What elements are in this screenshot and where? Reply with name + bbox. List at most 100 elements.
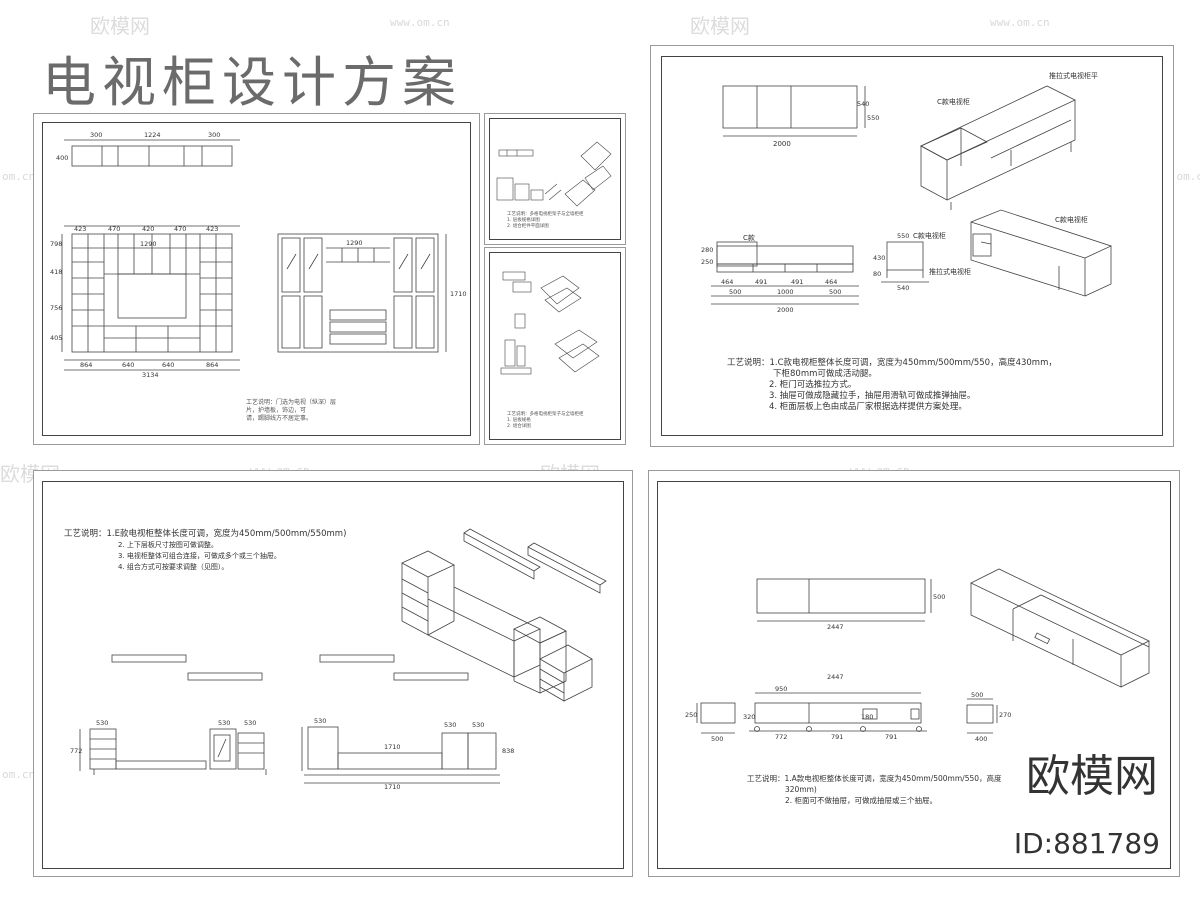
callout-label: C款电视柜	[937, 97, 970, 106]
sheet-border	[42, 122, 471, 436]
e-cabinet-drawing: 530 530 530 772 530 530 530 1710 1710 83…	[70, 528, 607, 791]
brand-name: 欧模网	[1026, 751, 1158, 802]
watermark-url: www.om.cn	[990, 16, 1050, 29]
callout-label: C款电视柜	[1055, 215, 1088, 224]
dim-label: 530	[444, 721, 456, 729]
c-cabinet-drawing: C款电视柜 推拉式电视柜平 2000 540 550 C款电视柜 C款电视柜 推…	[701, 71, 1113, 314]
dim-label: 756	[50, 304, 62, 312]
sheet-border	[489, 252, 621, 440]
dim-label: 1290	[346, 239, 363, 247]
wall-unit-drawing: 300 1224 300 400 423 470 420 470 423 129…	[50, 131, 467, 379]
dim-label: 400	[56, 154, 68, 162]
dim-label: 300	[208, 131, 220, 139]
drawing-sheet-c-cabinet: C款电视柜 推拉式电视柜平 2000 540 550 C款电视柜 C款电视柜 推…	[650, 45, 1174, 447]
dim-label: 500	[711, 735, 723, 743]
dim-label: 500	[729, 288, 741, 296]
process-note: 工艺说明：多格电视柜架子与全墙柜柜 1. 层板规格 2. 组合详图	[507, 412, 584, 429]
sheet-border	[489, 118, 621, 240]
dim-label: 491	[755, 278, 767, 286]
dim-label: 1710	[450, 290, 467, 298]
sheet-border	[661, 56, 1163, 436]
dim-label: 400	[975, 735, 987, 743]
dim-label: 1710	[384, 783, 401, 791]
dim-label: 470	[108, 225, 120, 233]
drawing-sheet-shelf-b: 工艺说明：多格电视柜架子与全墙柜柜 1. 层板规格 2. 组合详图	[484, 247, 626, 445]
dim-label: 530	[96, 719, 108, 727]
dim-label: 320	[743, 713, 755, 721]
dim-label: 550	[897, 232, 909, 240]
watermark-url: www.om.cn	[390, 16, 450, 29]
dim-label: 470	[174, 225, 186, 233]
watermark-url: om.cn	[2, 170, 36, 183]
dim-label: 250	[701, 258, 713, 266]
dim-label: 2447	[827, 673, 844, 681]
dim-label: 530	[472, 721, 484, 729]
dim-label: 3134	[142, 371, 159, 379]
callout-label: C款电视柜	[913, 231, 946, 240]
dim-label: 950	[775, 685, 787, 693]
dim-label: 423	[206, 225, 218, 233]
dim-label: 423	[74, 225, 86, 233]
process-note: 工艺说明：门选为电视（纵深）层 片，护墙板，饰边，可 请，踢脚线方不居定事。	[246, 399, 337, 422]
dim-label: 430	[873, 254, 885, 262]
dim-label: 540	[857, 100, 869, 108]
dim-label: 772	[70, 747, 82, 755]
sheet-border	[42, 481, 624, 869]
dim-label: 1224	[144, 131, 161, 139]
dim-label: 464	[721, 278, 733, 286]
dim-label: 405	[50, 334, 62, 342]
dim-label: 838	[502, 747, 514, 755]
process-note: 工艺说明：1.C款电视柜整体长度可调，宽度为450mm/500mm/550，高度…	[727, 358, 1057, 412]
shelf-a-drawing	[496, 141, 612, 207]
drawing-sheet-shelf-a: 工艺说明：多格电视柜架子与全墙柜柜 1. 层板规格详图 2. 组合柜件平面详图	[484, 113, 626, 245]
dim-label: 864	[206, 361, 218, 369]
dim-label: 640	[162, 361, 174, 369]
dim-label: 464	[825, 278, 837, 286]
dim-label: 864	[80, 361, 92, 369]
callout-label: 推拉式电视柜	[929, 267, 971, 276]
dim-label: 180	[861, 713, 873, 721]
dim-label: 300	[90, 131, 102, 139]
watermark-url: om.cn	[2, 768, 36, 781]
dim-label: 500	[933, 593, 945, 601]
dim-label: 540	[897, 284, 909, 292]
sheet-border	[657, 481, 1171, 869]
drawing-sheet-a-cabinet: 2447 500 2447 950 772 791 791 180 320 50…	[648, 470, 1180, 877]
a-cabinet-drawing: 2447 500 2447 950 772 791 791 180 320 50…	[685, 568, 1150, 743]
dim-label: 791	[831, 733, 843, 741]
process-note: 工艺说明：1.E款电视柜整体长度可调，宽度为450mm/500mm/550mm)…	[64, 529, 347, 571]
callout-label: 推拉式电视柜平	[1049, 71, 1098, 80]
process-note: 工艺说明：多格电视柜架子与全墙柜柜 1. 层板规格详图 2. 组合柜件平面详图	[507, 212, 584, 229]
dim-label: 550	[867, 114, 879, 122]
dim-label: 250	[685, 711, 697, 719]
dim-label: 420	[142, 225, 154, 233]
dim-label: 500	[971, 691, 983, 699]
dim-label: 1290	[140, 240, 157, 248]
dim-label: 772	[775, 733, 787, 741]
watermark-brand: 欧模网	[90, 14, 150, 38]
dim-label: 530	[218, 719, 230, 727]
dim-label: 491	[791, 278, 803, 286]
brand-id: ID:881789	[1013, 827, 1160, 860]
dim-label: 2000	[773, 140, 791, 148]
shelf-b-drawing	[500, 271, 600, 375]
dim-label: 1710	[384, 743, 401, 751]
dim-label: 791	[885, 733, 897, 741]
page-title: 电视柜设计方案	[42, 51, 462, 114]
dim-label: 80	[873, 270, 881, 278]
callout-label: C款	[743, 233, 755, 242]
dim-label: 640	[122, 361, 134, 369]
dim-label: 530	[244, 719, 256, 727]
dim-label: 500	[829, 288, 841, 296]
dim-label: 798	[50, 240, 62, 248]
dim-label: 280	[701, 246, 713, 254]
process-note: 工艺说明：1.A款电视柜整体长度可调，宽度为450mm/500mm/550，高度…	[747, 774, 1002, 805]
dim-label: 530	[314, 717, 326, 725]
dim-label: 1000	[777, 288, 794, 296]
dim-label: 270	[999, 711, 1011, 719]
dim-label: 2000	[777, 306, 794, 314]
dim-label: 418	[50, 268, 62, 276]
drawing-sheet-wall-unit: 300 1224 300 400 423 470 420 470 423 129…	[33, 113, 480, 445]
dim-label: 2447	[827, 623, 844, 631]
watermark-brand: 欧模网	[690, 14, 750, 38]
